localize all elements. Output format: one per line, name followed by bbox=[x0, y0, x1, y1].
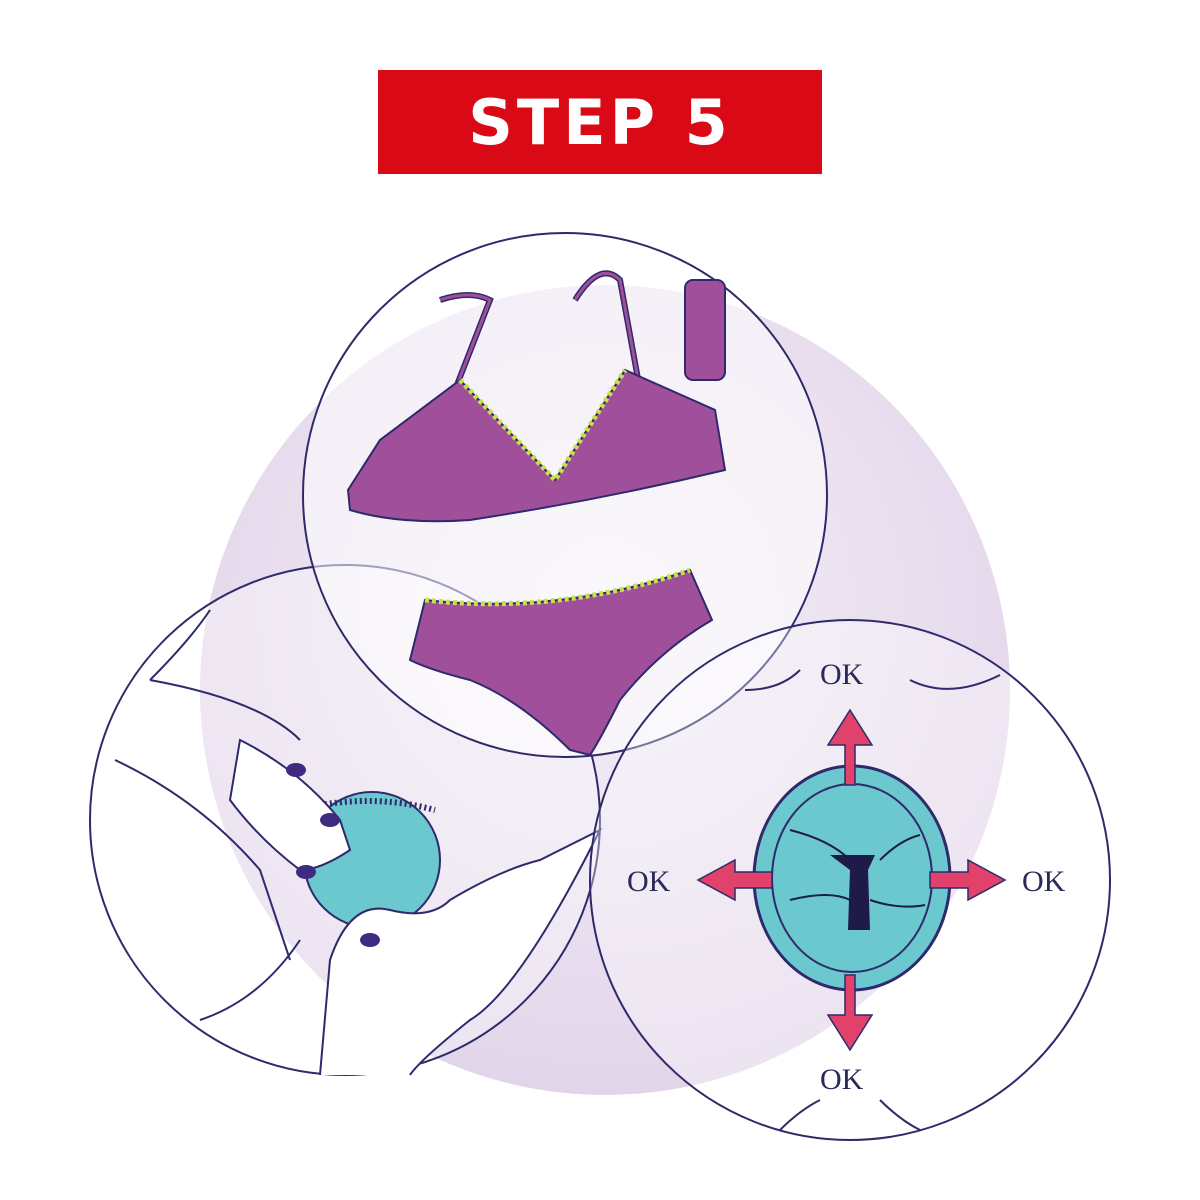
arrow-up-icon bbox=[826, 708, 874, 786]
arrow-down-icon bbox=[826, 974, 874, 1052]
bra-icon bbox=[346, 270, 727, 523]
lingerie-circle bbox=[302, 232, 828, 758]
ok-label-left: OK bbox=[627, 865, 671, 898]
arrow-left-icon bbox=[696, 858, 773, 902]
ok-label-top: OK bbox=[820, 658, 864, 691]
arrow-right-icon bbox=[929, 858, 1007, 902]
panties-icon bbox=[408, 567, 714, 757]
ok-label-bottom: OK bbox=[820, 1063, 864, 1096]
step-title: STEP 5 bbox=[468, 85, 732, 159]
step-banner: STEP 5 bbox=[378, 70, 822, 174]
positioning-circle: OK OK OK OK bbox=[589, 619, 1111, 1141]
ok-label-right: OK bbox=[1022, 865, 1066, 898]
